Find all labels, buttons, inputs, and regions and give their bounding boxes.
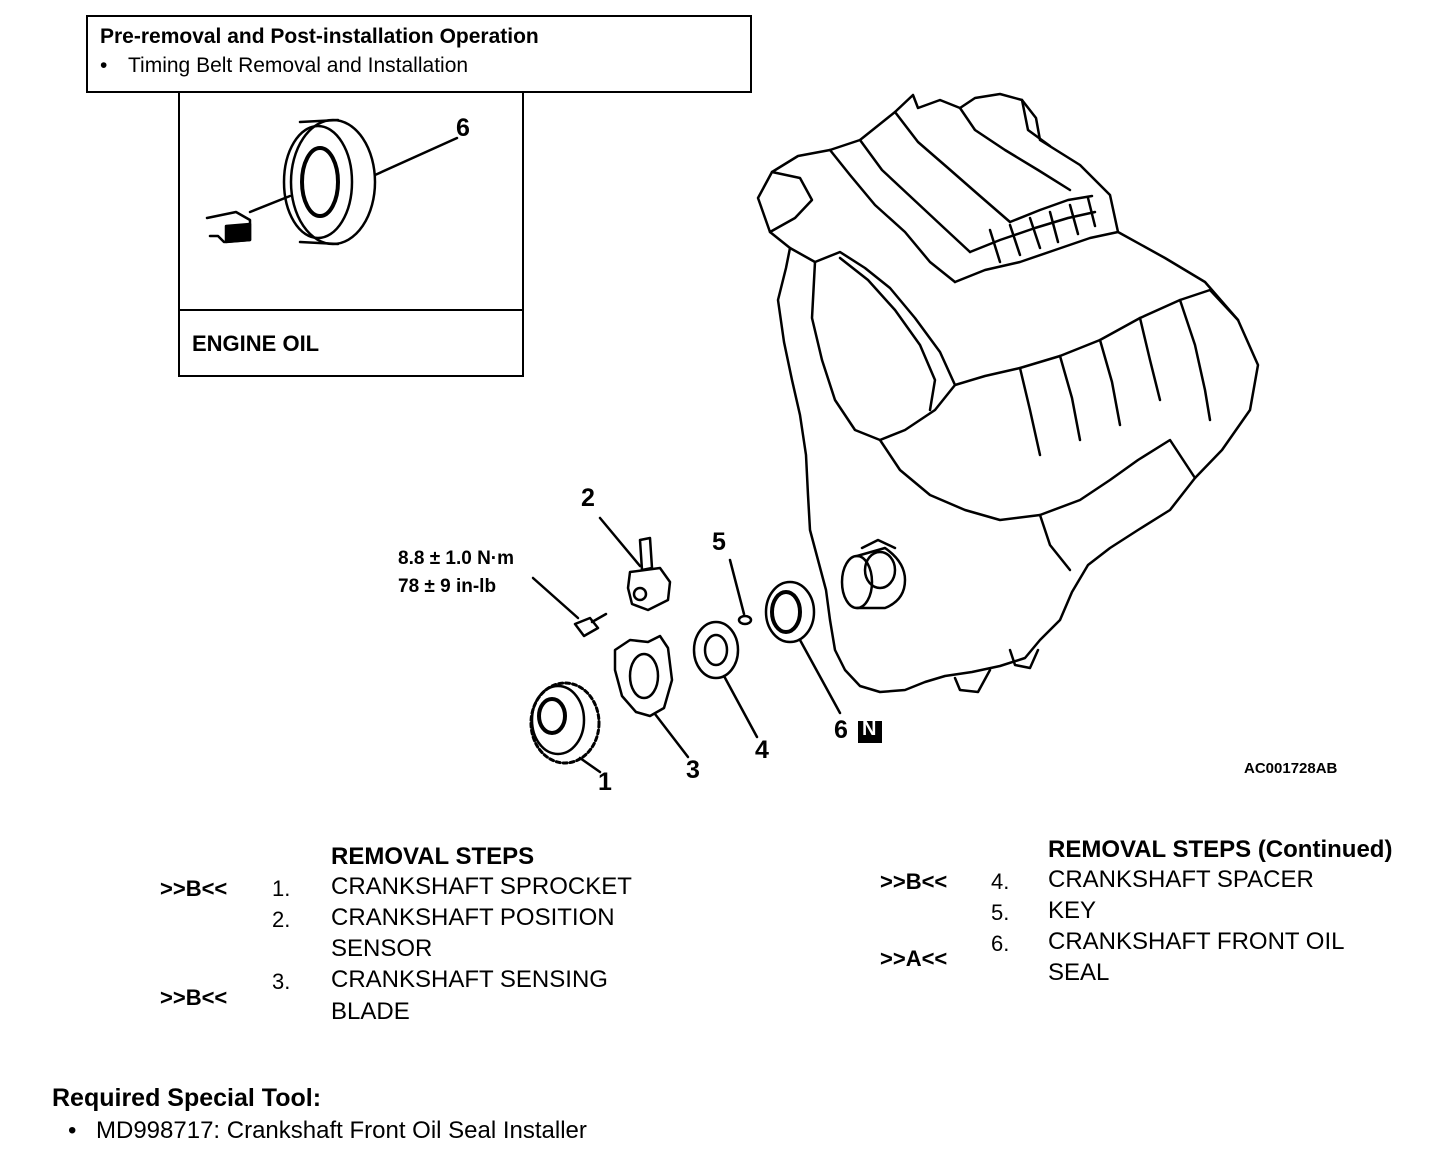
oil-seal-part-icon bbox=[764, 580, 842, 715]
oil-box-callout: 6 bbox=[456, 114, 470, 142]
step-4-number: 4. bbox=[991, 869, 1010, 894]
step-6-label: CRANKSHAFT FRONT OIL bbox=[1048, 928, 1345, 955]
engine-oil-box: ENGINE OIL bbox=[178, 93, 524, 377]
step-6-label-cont: SEAL bbox=[1048, 959, 1110, 986]
step-6-mark: >>A<< bbox=[880, 946, 948, 971]
callout-3: 3 bbox=[686, 756, 700, 784]
special-tool-text: MD998717: Crankshaft Front Oil Seal Inst… bbox=[96, 1117, 587, 1144]
key-icon bbox=[728, 558, 753, 626]
step-1-label: CRANKSHAFT SPROCKET bbox=[331, 873, 632, 900]
special-tool-item: • MD998717: Crankshaft Front Oil Seal Ins… bbox=[68, 1117, 587, 1145]
pre-removal-item: • Timing Belt Removal and Installation bbox=[100, 54, 468, 78]
callout-6: 6 bbox=[834, 716, 848, 744]
removal-steps-heading: REMOVAL STEPS bbox=[331, 843, 535, 870]
step-2-number: 2. bbox=[272, 907, 291, 932]
sprocket-icon bbox=[529, 681, 602, 774]
torque-imperial: 78 ± 9 in-lb bbox=[398, 576, 497, 597]
step-2-label-cont: SENSOR bbox=[331, 935, 433, 962]
step-3-number: 3. bbox=[272, 969, 291, 994]
oil-seal-icon bbox=[205, 118, 459, 246]
callout-2: 2 bbox=[581, 484, 595, 512]
divider bbox=[180, 309, 522, 311]
new-part-badge bbox=[858, 721, 882, 743]
removal-steps-continued-heading: REMOVAL STEPS (Continued) bbox=[1048, 836, 1393, 863]
step-3-label-cont: BLADE bbox=[331, 998, 410, 1025]
special-tool-heading: Required Special Tool: bbox=[52, 1084, 322, 1112]
sensor-icon bbox=[598, 516, 672, 612]
step-2-label: CRANKSHAFT POSITION bbox=[331, 904, 615, 931]
step-3-label: CRANKSHAFT SENSING bbox=[331, 966, 608, 993]
step-5-label: KEY bbox=[1048, 897, 1097, 924]
step-6-number: 6. bbox=[991, 931, 1010, 956]
step-1-number: 1. bbox=[272, 876, 291, 901]
step-3-mark: >>B<< bbox=[160, 985, 228, 1010]
sensing-blade-icon bbox=[613, 634, 690, 759]
pre-removal-title: Pre-removal and Post-installation Operat… bbox=[100, 25, 539, 48]
callout-1: 1 bbox=[598, 768, 612, 796]
step-1-mark: >>B<< bbox=[160, 876, 228, 901]
new-part-badge-label: N bbox=[862, 718, 877, 740]
bullet-icon: • bbox=[68, 1117, 77, 1144]
step-4-label: CRANKSHAFT SPACER bbox=[1048, 866, 1314, 893]
bolt-icon bbox=[531, 576, 608, 638]
spacer-icon bbox=[692, 620, 759, 739]
figure-code: AC001728AB bbox=[1244, 760, 1338, 777]
step-4-mark: >>B<< bbox=[880, 869, 948, 894]
engine-oil-label: ENGINE OIL bbox=[192, 331, 320, 356]
callout-4: 4 bbox=[755, 736, 769, 764]
bullet-icon: • bbox=[100, 54, 108, 77]
callout-5: 5 bbox=[712, 528, 726, 556]
step-5-number: 5. bbox=[991, 900, 1010, 925]
engine-illustration bbox=[756, 92, 1260, 694]
pre-removal-box: Pre-removal and Post-installation Operat… bbox=[86, 15, 752, 93]
pre-removal-item-text: Timing Belt Removal and Installation bbox=[128, 54, 469, 77]
torque-metric: 8.8 ± 1.0 N·m bbox=[398, 548, 515, 569]
